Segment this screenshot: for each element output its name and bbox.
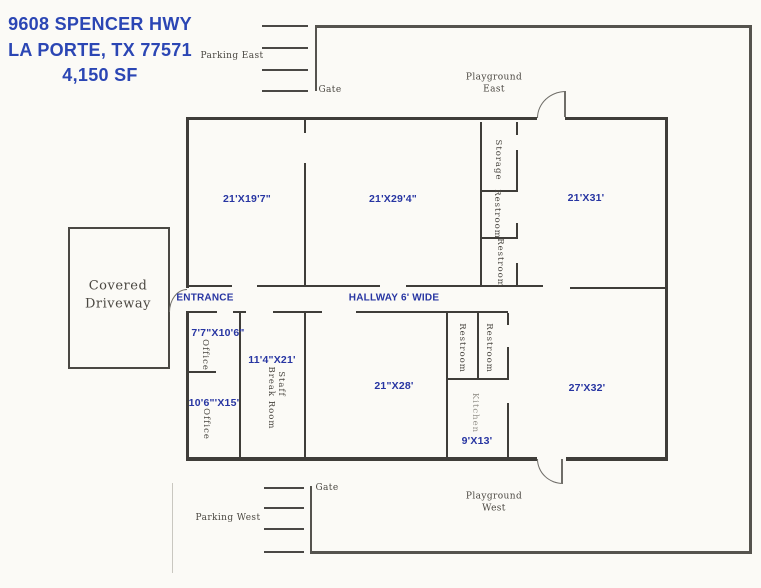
parking-west-stripe	[264, 487, 304, 489]
playground-east-line1: Playground	[465, 72, 523, 83]
parking-west-stripe	[264, 507, 304, 509]
playground-west-line1: Playground	[465, 491, 523, 502]
room-dim-21x19-7: 21'X19'7"	[223, 193, 271, 205]
parking-east-label: Parking East	[200, 51, 264, 61]
hallway-label: HALLWAY 6' WIDE	[348, 292, 440, 304]
room-dim-27x32: 27'X32'	[568, 382, 606, 394]
building-wall-bottom-right	[566, 457, 668, 461]
kitchen-label: Kitchen	[470, 392, 480, 434]
covered-driveway-line2: Driveway	[84, 296, 152, 311]
door-leaf-playground-west	[561, 459, 563, 483]
hallway-lower-wall	[186, 311, 217, 313]
parking-east-stripe	[262, 47, 308, 49]
room-dim-10-6x15: 10'6"'X15'	[188, 397, 240, 409]
address-line1: 9608 SPENCER HWY	[8, 14, 192, 34]
gate-bottom-label: Gate	[315, 483, 339, 493]
back-restroom-divider	[477, 313, 479, 378]
room-dim-21x29-4: 21'X29'4"	[369, 193, 417, 205]
covered-driveway-line1: Covered	[88, 278, 148, 294]
restroom-restroom-divider	[480, 237, 518, 239]
office-label: Office	[200, 339, 210, 371]
back-restroom-right-wall	[507, 347, 509, 378]
playground-west-line2: West	[482, 503, 506, 513]
entrance-label: ENTRANCE	[176, 292, 234, 304]
address-block: 9608 SPENCER HWY LA PORTE, TX 77571 4,15…	[8, 12, 192, 89]
hallway-lower-wall	[356, 311, 508, 313]
office-divider-wall	[186, 371, 216, 373]
parking-west-label: Parking West	[195, 513, 261, 523]
covered-driveway-label: Covered Driveway	[85, 277, 151, 312]
restroom-label: Restroom	[484, 323, 494, 373]
building-wall-bottom-left	[186, 457, 537, 461]
covered-driveway-box	[68, 227, 170, 369]
door-arc-playground-east	[537, 91, 566, 118]
gate-top-label: Gate	[318, 85, 342, 95]
storage-label: Storage	[493, 139, 503, 181]
room-dim-9x13: 9'X13'	[461, 435, 493, 447]
hallway-upper-wall	[257, 285, 380, 287]
room-dim-7-7x10-6: 7'7"X10'6"	[191, 327, 245, 339]
storage-column-right-wall	[516, 122, 518, 135]
storage-restroom-divider	[480, 190, 518, 192]
door-leaf-playground-east	[564, 91, 566, 117]
fence-top-left-vertical	[315, 25, 317, 91]
fence-bottom	[310, 551, 750, 554]
restroom-kitchen-left-wall	[446, 313, 448, 457]
playground-east-line2: East	[483, 84, 505, 94]
door-arc-playground-west	[537, 459, 563, 484]
front-divider-stub	[304, 117, 306, 133]
building-wall-right	[665, 117, 668, 461]
address-line3: 4,150 SF	[62, 65, 138, 86]
break-room-right-wall	[304, 311, 306, 457]
office-column-right-wall	[239, 311, 241, 457]
hallway-upper-wall	[186, 285, 232, 287]
parking-east-stripe	[262, 90, 308, 92]
storage-column-left-wall	[480, 122, 482, 287]
parking-west-stripe	[264, 528, 304, 530]
building-wall-left-lower	[186, 311, 189, 461]
room-dim-21x28: 21"X28'	[374, 380, 414, 392]
building-wall-top-right	[565, 117, 668, 120]
restroom-label: Restroom	[492, 189, 502, 239]
back-restroom-right-wall	[507, 313, 509, 325]
parking-west-stripe	[264, 551, 304, 553]
building-wall-top-left	[186, 117, 537, 120]
room-dim-21x31: 21'X31'	[567, 192, 605, 204]
storage-column-right-wall	[516, 223, 518, 237]
scan-edge-line	[172, 483, 173, 573]
hallway-upper-wall	[406, 285, 543, 287]
room-27x32-top-wall	[570, 287, 665, 289]
playground-west-label: Playground West	[466, 491, 522, 514]
storage-column-right-wall	[516, 150, 518, 190]
restroom-label: Restroom	[495, 238, 505, 288]
kitchen-right-wall	[507, 403, 509, 457]
front-divider-wall	[304, 163, 306, 287]
staff-break-room-label-staff: Staff	[276, 371, 286, 397]
parking-east-stripe	[262, 25, 308, 27]
address-line2: LA PORTE, TX 77571	[8, 39, 192, 60]
room-dim-11-4x21: 11'4"X21'	[248, 354, 296, 366]
office-label: Office	[201, 408, 211, 440]
parking-east-stripe	[262, 69, 308, 71]
building-wall-left-upper	[186, 117, 189, 288]
playground-east-label: Playground East	[466, 72, 522, 95]
fence-right	[749, 25, 752, 554]
fence-top	[315, 25, 751, 28]
hallway-lower-wall	[273, 311, 322, 313]
storage-column-right-wall	[516, 263, 518, 287]
back-restroom-bottom-wall	[446, 378, 509, 380]
fence-bottom-left-vertical	[310, 486, 312, 551]
restroom-label: Restroom	[457, 323, 467, 373]
staff-break-room-label-break-room: Break Room	[266, 366, 276, 430]
